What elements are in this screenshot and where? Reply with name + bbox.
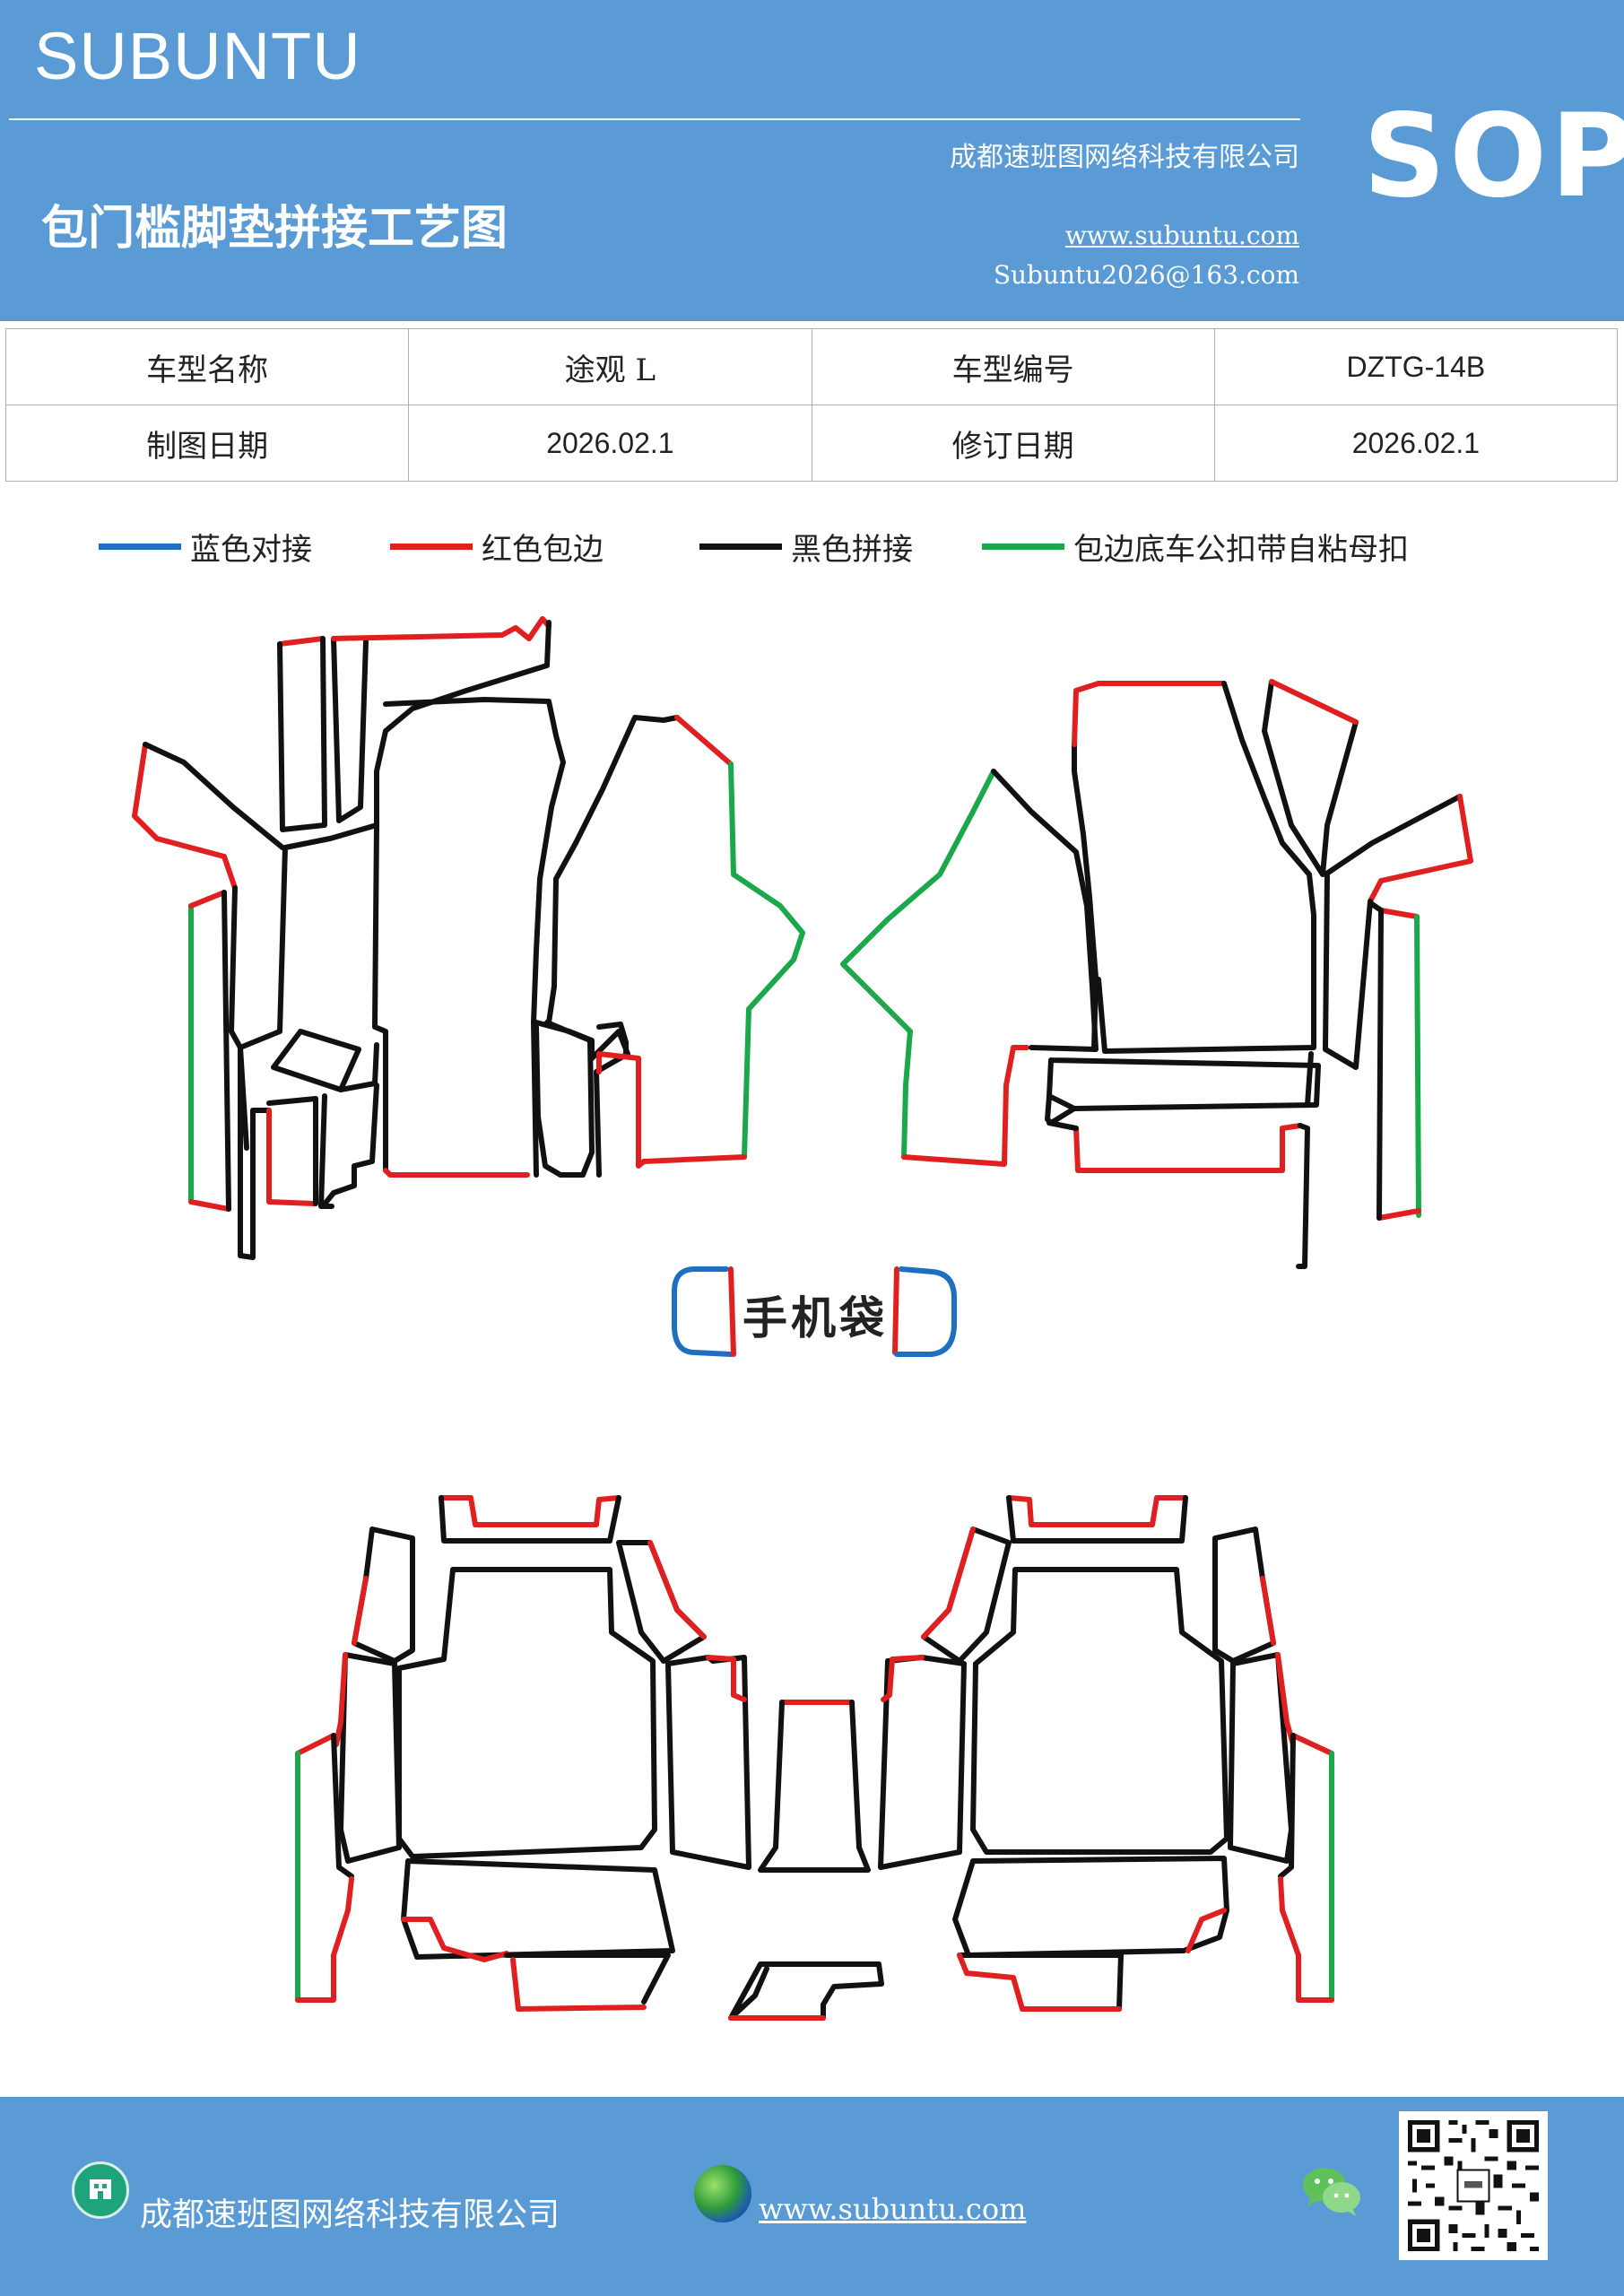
globe-icon — [694, 2165, 751, 2222]
table-row: 车型名称 途观 L 车型编号 DZTG-14B — [4, 328, 1619, 405]
header-company-name: 成都速班图网络科技有限公司 — [950, 142, 1299, 173]
legend-item-blue: 蓝色对接 — [99, 525, 312, 569]
legend-swatch-black — [699, 544, 782, 550]
value-model-name: 途观 L — [408, 328, 812, 405]
qr-code-glyph — [1399, 2111, 1548, 2260]
value-draw-date: 2026.02.1 — [408, 404, 812, 482]
rear-right-mat-pieces — [878, 1495, 1334, 2012]
label-model-name: 车型名称 — [4, 328, 410, 405]
qr-code — [1399, 2111, 1548, 2260]
footer-banner: 成都速班图网络科技有限公司 www.subuntu.com — [0, 2097, 1624, 2296]
phone-pocket-label: 手机袋 — [743, 1292, 888, 1344]
footer-website-link[interactable]: www.subuntu.com — [759, 2192, 1027, 2226]
sop-badge: SOP — [1363, 90, 1624, 223]
vehicle-info-table: 车型名称 途观 L 车型编号 DZTG-14B 制图日期 2026.02.1 修… — [4, 328, 1619, 482]
legend-label: 红色包边 — [482, 532, 604, 568]
legend-item-red: 红色包边 — [390, 525, 604, 569]
color-legend: 蓝色对接 红色包边 黑色拼接 包边底车公扣带自粘母扣 — [0, 525, 1624, 570]
value-revision-date: 2026.02.1 — [1213, 404, 1619, 482]
legend-swatch-red — [390, 544, 473, 550]
legend-label: 黑色拼接 — [791, 532, 913, 568]
wechat-icon[interactable] — [1300, 2163, 1363, 2219]
legend-item-black: 黑色拼接 — [699, 525, 913, 569]
page-title: 包门槛脚垫拼接工艺图 — [41, 201, 508, 256]
rear-left-mat-pieces — [295, 1495, 884, 2021]
phone-pocket-shape — [672, 1266, 957, 1357]
legend-swatch-green — [982, 544, 1064, 550]
header-divider — [9, 118, 1300, 120]
label-model-code: 车型编号 — [811, 328, 1215, 405]
legend-label: 包边底车公扣带自粘母扣 — [1073, 532, 1409, 568]
building-icon — [72, 2161, 129, 2219]
footer-company-name: 成都速班图网络科技有限公司 — [140, 2196, 560, 2233]
legend-swatch-blue — [99, 544, 181, 550]
front-right-side-piece — [840, 679, 1473, 1269]
brand-logo-text: SUBUNTU — [34, 19, 361, 93]
front-left-side-piece — [534, 715, 805, 1178]
value-model-code: DZTG-14B — [1213, 328, 1619, 405]
legend-item-green: 包边底车公扣带自粘母扣 — [982, 525, 1409, 569]
label-revision-date: 修订日期 — [811, 404, 1215, 482]
table-row: 制图日期 2026.02.1 修订日期 2026.02.1 — [4, 404, 1619, 482]
legend-label: 蓝色对接 — [190, 532, 312, 568]
header-website-link[interactable]: www.subuntu.com — [1064, 221, 1299, 250]
front-left-mat-pieces — [132, 616, 595, 1260]
header-email: Subuntu2026@163.com — [993, 260, 1299, 290]
building-icon-glyph — [90, 2179, 111, 2199]
label-draw-date: 制图日期 — [4, 404, 410, 482]
header-banner: SUBUNTU SOP 包门槛脚垫拼接工艺图 成都速班图网络科技有限公司 www… — [0, 0, 1624, 321]
